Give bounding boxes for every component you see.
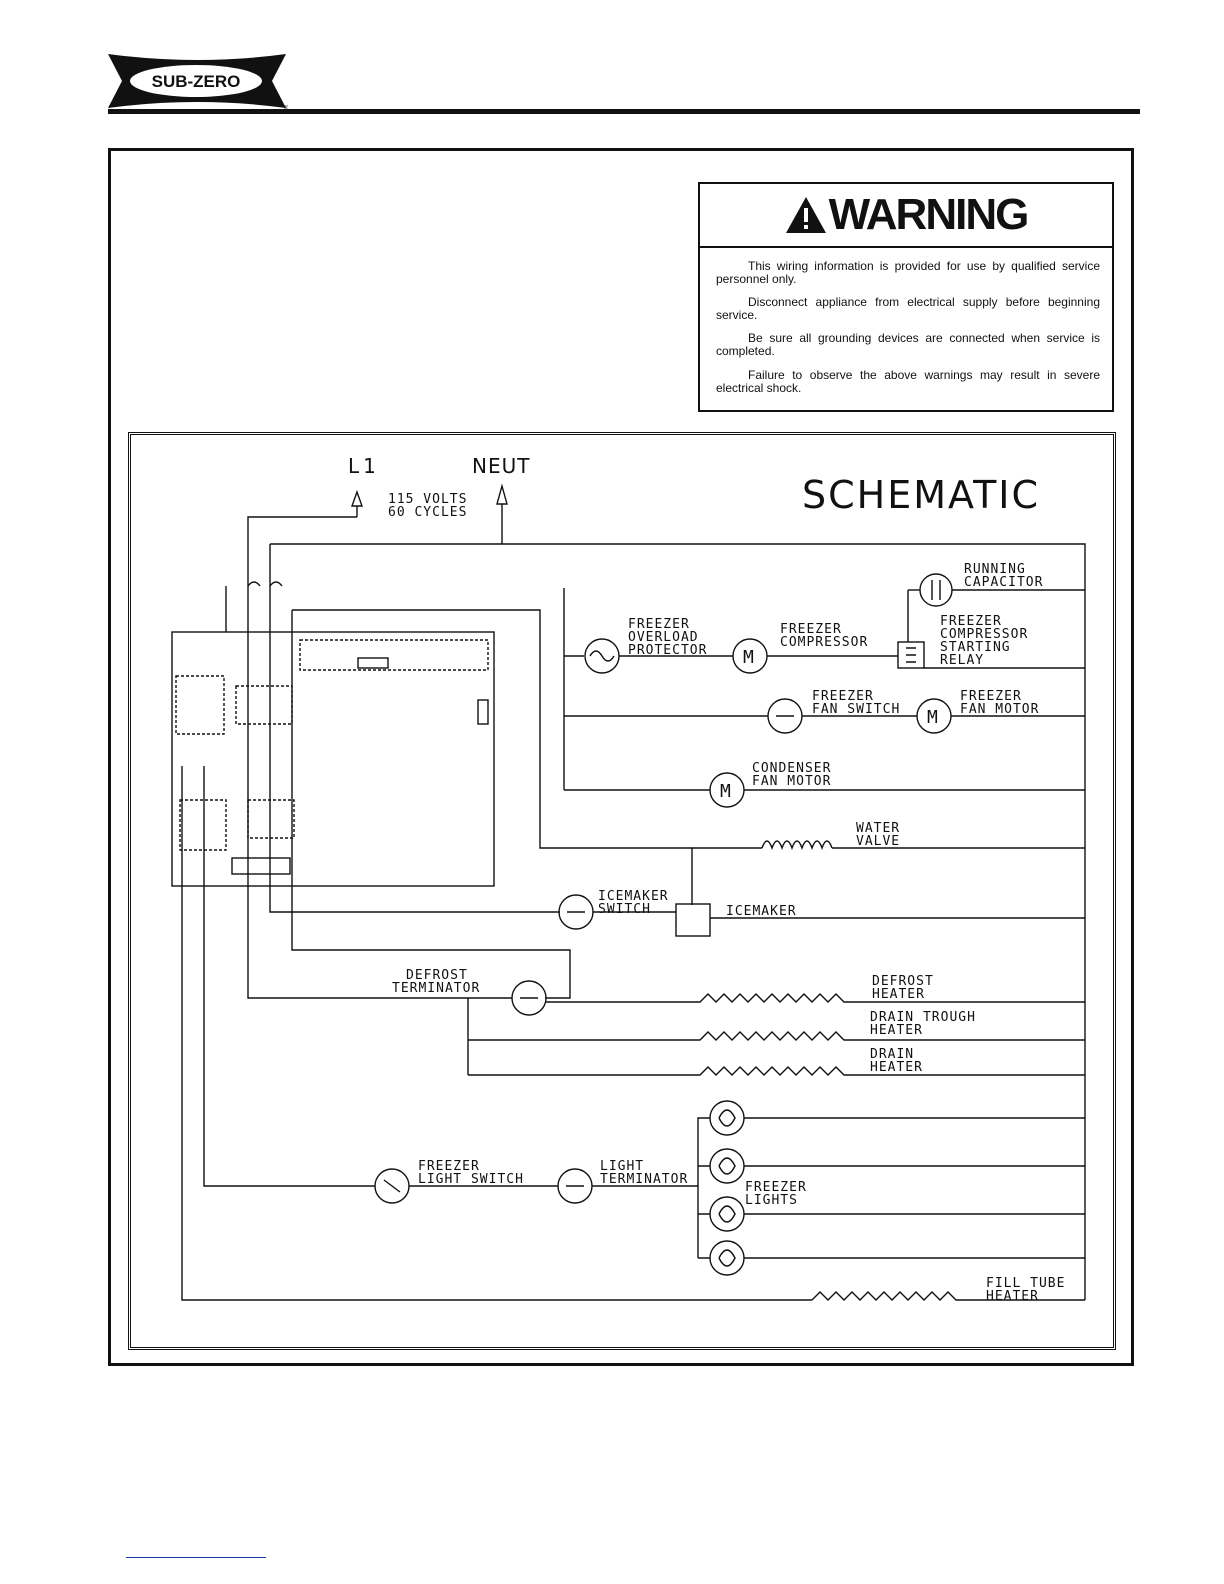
fill-tube-label-2: HEATER bbox=[986, 1289, 1039, 1304]
drain-heater-label-2: HEATER bbox=[870, 1060, 923, 1075]
relay-label-4: RELAY bbox=[940, 653, 984, 668]
light-terminator-label-2: TERMINATOR bbox=[600, 1172, 688, 1187]
condenser-label-1: CONDENSER bbox=[752, 761, 831, 776]
overload-label-1: FREEZER bbox=[628, 617, 690, 632]
warning-text-3: Be sure all grounding devices are connec… bbox=[716, 331, 1100, 358]
header-rule bbox=[108, 109, 1140, 114]
neutral-label: NEUT bbox=[472, 454, 530, 478]
warning-box: WARNING This wiring information is provi… bbox=[698, 182, 1114, 412]
light-terminator-label-1: LIGHT bbox=[600, 1159, 644, 1174]
compressor-label-2: COMPRESSOR bbox=[780, 635, 868, 650]
condenser-label-2: FAN MOTOR bbox=[752, 774, 831, 789]
warning-header: WARNING bbox=[700, 184, 1112, 248]
warning-title: WARNING bbox=[828, 190, 1030, 239]
icemaker-switch-label-1: ICEMAKER bbox=[598, 889, 669, 904]
fan-switch-label-1: FREEZER bbox=[812, 689, 874, 704]
fan-motor-label-1: FREEZER bbox=[960, 689, 1022, 704]
defrost-terminator-label-2: TERMINATOR bbox=[392, 981, 480, 996]
warning-text-1: This wiring information is provided for … bbox=[716, 259, 1100, 286]
logo-text: SUB-ZERO bbox=[152, 72, 241, 91]
light-switch-label-1: FREEZER bbox=[418, 1159, 480, 1174]
fan-motor-label-2: FAN MOTOR bbox=[960, 702, 1039, 717]
relay-label-1: FREEZER bbox=[940, 614, 1002, 629]
schematic-frame bbox=[128, 432, 1116, 1350]
schematic-title: SCHEMATIC bbox=[802, 473, 1040, 517]
icemaker-switch-label-2: SWITCH bbox=[598, 902, 651, 917]
line-label: L1 bbox=[348, 454, 380, 478]
running-capacitor-label-1: RUNNING bbox=[964, 562, 1026, 577]
condenser-motor-symbol: M bbox=[720, 781, 732, 802]
freezer-lights-label-1: FREEZER bbox=[745, 1180, 807, 1195]
compressor-label-1: FREEZER bbox=[780, 622, 842, 637]
page-frame bbox=[108, 148, 1134, 1366]
supply-volts: 115 VOLTS bbox=[388, 492, 467, 507]
svg-text:®: ® bbox=[284, 105, 288, 110]
warning-text-4: Failure to observe the above warnings ma… bbox=[716, 368, 1100, 395]
fan-motor-symbol: M bbox=[927, 707, 939, 728]
warning-text-2: Disconnect appliance from electrical sup… bbox=[716, 295, 1100, 322]
relay-label-3: STARTING bbox=[940, 640, 1011, 655]
freezer-lights-label-2: LIGHTS bbox=[745, 1193, 798, 1208]
supply-cycles: 60 CYCLES bbox=[388, 505, 467, 520]
defrost-terminator-label-1: DEFROST bbox=[406, 968, 468, 983]
defrost-heater-label-2: HEATER bbox=[872, 987, 925, 1002]
defrost-heater-label-1: DEFROST bbox=[872, 974, 934, 989]
sub-zero-logo: SUB-ZERO ® bbox=[108, 54, 288, 110]
running-capacitor-label-2: CAPACITOR bbox=[964, 575, 1043, 590]
water-valve-label-1: WATER bbox=[856, 821, 900, 836]
overload-label-2: OVERLOAD bbox=[628, 630, 699, 645]
relay-label-2: COMPRESSOR bbox=[940, 627, 1028, 642]
icemaker-label: ICEMAKER bbox=[726, 904, 797, 919]
compressor-motor-symbol: M bbox=[743, 647, 755, 668]
light-switch-label-2: LIGHT SWITCH bbox=[418, 1172, 524, 1187]
drain-trough-label-1: DRAIN TROUGH bbox=[870, 1010, 976, 1025]
water-valve-label-2: VALVE bbox=[856, 834, 900, 849]
fan-switch-label-2: FAN SWITCH bbox=[812, 702, 900, 717]
drain-heater-label-1: DRAIN bbox=[870, 1047, 914, 1062]
footer-rule bbox=[126, 1557, 266, 1558]
warning-triangle-icon bbox=[785, 197, 826, 233]
overload-label-3: PROTECTOR bbox=[628, 643, 707, 658]
drain-trough-label-2: HEATER bbox=[870, 1023, 923, 1038]
fill-tube-label-1: FILL TUBE bbox=[986, 1276, 1065, 1291]
